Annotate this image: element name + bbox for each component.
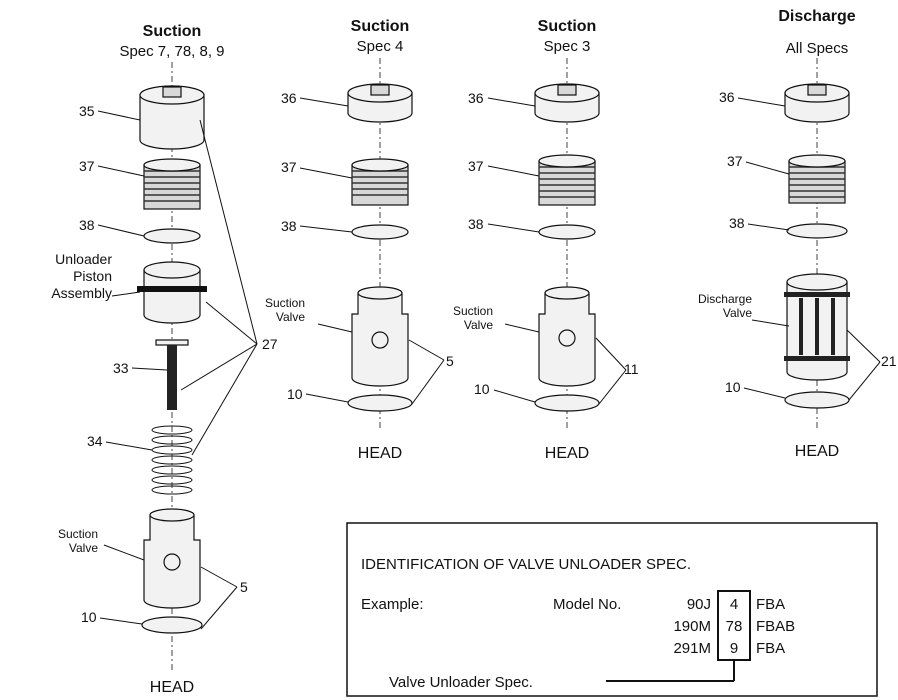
unloader-piston-assembly [137,261,207,324]
col3-callout-36: 36 [468,90,484,106]
col4-part-10-oring [784,391,850,409]
col2-callout-38: 38 [281,218,297,234]
valve-unloader-spec-box: IDENTIFICATION OF VALVE UNLOADER SPEC. E… [346,522,878,697]
col1-subtitle: Spec 7, 78, 8, 9 [119,43,224,60]
col2-suction-valve-label-2: Valve [276,310,305,324]
spec-row-3-prefix: 291M [673,640,711,657]
unloader-label-3: Assembly [51,285,112,301]
col2-suction-valve [351,286,409,387]
col2-callout-37: 37 [281,159,297,175]
col3-part-10-oring [534,394,600,412]
column-2-assembly: 36 37 38 Suction Valve 5 10 HEAD [265,58,454,462]
spec-row-1-spec: 4 [730,596,738,613]
spec-pointer-label: Valve Unloader Spec. [389,674,533,691]
col1-callout-10: 10 [81,609,97,625]
col2-head-label: HEAD [358,445,402,462]
col2-callout-10: 10 [287,386,303,402]
discharge-valve-label-1: Discharge [698,292,752,306]
col1-head-label: HEAD [150,679,194,696]
spec-box-example-label: Example: [361,596,424,613]
col3-suction-valve-label-1: Suction [453,304,493,318]
col2-part-38-oring [351,224,409,240]
spec-box-model-label: Model No. [553,596,621,613]
callout-35: 35 [79,103,95,119]
col1-suction-valve-label-1: Suction [58,527,98,541]
col4-callout-21: 21 [881,353,897,369]
part-38-oring [143,228,201,244]
col3-part-36-cap [534,83,600,123]
spec-row-1-prefix: 90J [687,596,711,613]
part-34-spring [151,425,193,495]
col3-subtitle: Spec 3 [544,38,591,55]
callout-34: 34 [87,433,103,449]
spec-row-3-spec: 9 [730,640,738,657]
col4-callout-38: 38 [729,215,745,231]
part-37-threaded-ring [143,158,201,210]
col4-discharge-valve [784,273,850,381]
spec-box-title: IDENTIFICATION OF VALVE UNLOADER SPEC. [361,556,691,573]
col2-suction-valve-label-1: Suction [265,296,305,310]
col3-callout-10: 10 [474,381,490,397]
column-4-assembly: 36 37 38 Discharge Valve 21 10 HEAD [698,58,897,460]
col4-head-label: HEAD [795,443,839,460]
column-1-assembly: 35 37 38 Unloader Piston Assembly 33 34 … [51,62,278,696]
col4-part-36-cap [784,83,850,123]
col4-callout-10: 10 [725,379,741,395]
part-35-cap [139,85,205,150]
col3-callout-38: 38 [468,216,484,232]
col4-part-37-threaded-ring [788,154,846,204]
col2-part-36-cap [347,83,413,123]
col1-title: Suction [143,23,202,40]
col1-part-10-oring [141,616,203,634]
spec-row-2-spec: 78 [726,618,743,635]
spec-row-2-prefix: 190M [673,618,711,635]
discharge-valve-label-2: Valve [723,306,752,320]
spec-row-2-suffix: FBAB [756,618,795,635]
col2-subtitle: Spec 4 [357,38,404,55]
col4-callout-36: 36 [719,89,735,105]
unloader-label-1: Unloader [55,251,112,267]
col4-callout-37: 37 [727,153,743,169]
col2-part-37-threaded-ring [351,158,409,206]
unloader-label-2: Piston [73,268,112,284]
col3-callout-11: 11 [624,361,639,377]
col2-title: Suction [351,18,410,35]
col2-callout-5: 5 [446,353,454,369]
col1-callout-5: 5 [240,579,248,595]
col3-suction-valve-label-2: Valve [464,318,493,332]
col3-part-37-threaded-ring [538,154,596,206]
spec-row-3-suffix: FBA [756,640,785,657]
spec-row-1-suffix: FBA [756,596,785,613]
col4-part-38-oring [786,223,848,239]
col4-subtitle: All Specs [786,40,849,57]
col1-suction-valve-label-2: Valve [69,541,98,555]
column-3-assembly: 36 37 38 Suction Valve 11 10 HEAD [453,58,639,462]
col3-suction-valve [538,286,596,387]
col1-callout-37: 37 [79,158,95,174]
col1-callout-38: 38 [79,217,95,233]
col3-head-label: HEAD [545,445,589,462]
col2-callout-36: 36 [281,90,297,106]
callout-33: 33 [113,360,129,376]
col1-suction-valve [143,508,201,609]
col3-callout-37: 37 [468,158,484,174]
callout-27: 27 [262,336,278,352]
part-33-stem [155,339,189,410]
col3-part-38-oring [538,224,596,240]
col2-part-10-oring [347,394,413,412]
col4-title: Discharge [778,8,855,25]
col3-title: Suction [538,18,597,35]
